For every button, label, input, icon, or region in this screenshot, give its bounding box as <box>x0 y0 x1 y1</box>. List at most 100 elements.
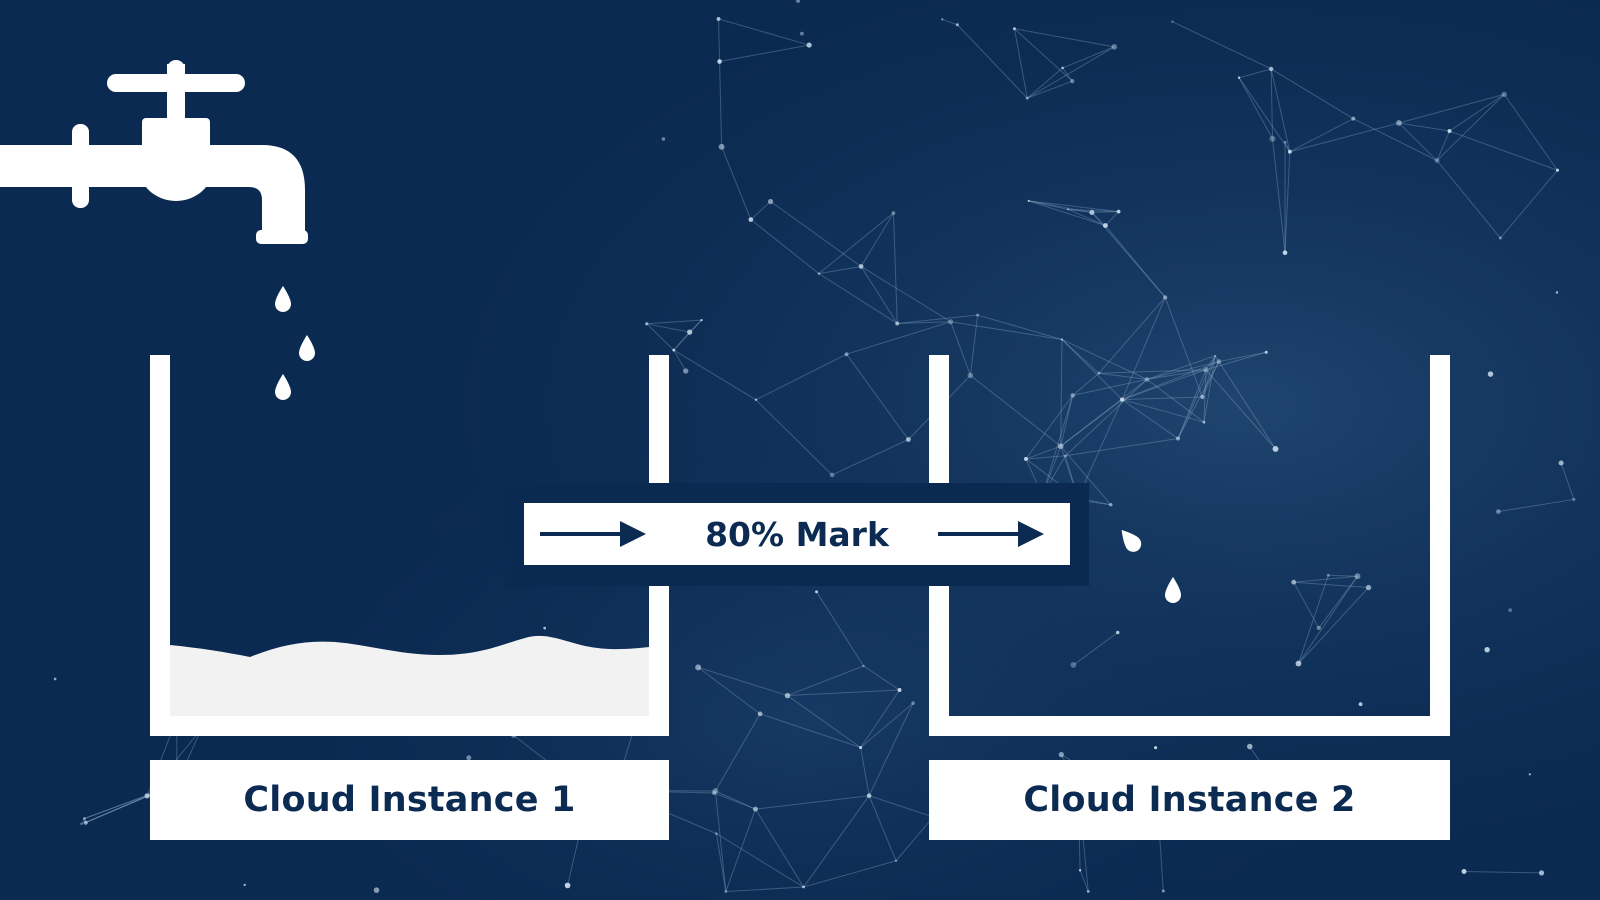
network-nodes <box>53 0 1576 894</box>
network-link <box>818 212 894 275</box>
network-node <box>802 885 805 889</box>
network-link <box>1146 355 1216 380</box>
network-link <box>1398 93 1505 124</box>
network-link <box>787 665 864 697</box>
network-link <box>1067 208 1092 213</box>
network-link <box>846 353 909 440</box>
network-link <box>1270 68 1273 139</box>
network-node <box>895 321 900 326</box>
network-link <box>868 702 914 796</box>
network-link <box>950 321 971 376</box>
network-link <box>1027 80 1073 99</box>
network-link <box>1067 208 1106 227</box>
network-node <box>1326 573 1330 577</box>
network-node <box>1264 350 1268 354</box>
network-node <box>564 882 571 889</box>
network-link <box>816 591 864 667</box>
network-node <box>1237 76 1241 79</box>
network-node <box>1508 608 1513 612</box>
network-link <box>1298 575 1358 664</box>
network-link <box>716 833 804 888</box>
network-node <box>752 806 758 812</box>
network-node <box>1078 869 1082 872</box>
network-link <box>1065 379 1148 457</box>
network-link <box>1060 399 1123 447</box>
network-link <box>1436 94 1505 161</box>
water-drops-source <box>275 286 315 400</box>
network-node <box>687 329 693 335</box>
network-link <box>1121 361 1220 401</box>
network-node <box>1365 584 1372 591</box>
network-link <box>1284 151 1291 253</box>
network-node <box>1396 120 1402 126</box>
network-node <box>1012 27 1016 31</box>
network-node <box>1202 420 1206 424</box>
network-link <box>646 323 690 333</box>
network-link <box>1177 355 1216 439</box>
network-node <box>1116 209 1121 214</box>
network-node <box>905 437 911 442</box>
network-node <box>724 889 728 894</box>
network-node <box>844 352 849 357</box>
network-link <box>673 319 702 351</box>
network-link <box>1073 632 1119 666</box>
network-node <box>1498 236 1502 240</box>
network-node <box>1283 140 1287 144</box>
network-link <box>1293 581 1369 589</box>
network-link <box>1025 395 1074 460</box>
network-node <box>712 790 717 795</box>
network-link <box>897 321 951 324</box>
network-node <box>661 137 666 141</box>
network-link <box>673 331 691 351</box>
network-node <box>1496 509 1501 514</box>
network-node <box>715 832 718 835</box>
network-link <box>1061 339 1123 400</box>
network-link <box>1062 46 1115 69</box>
network-link <box>1498 498 1574 513</box>
network-node <box>1484 646 1490 653</box>
network-node <box>1203 367 1209 373</box>
network-link <box>1318 575 1358 629</box>
network-node <box>1291 579 1297 585</box>
network-link <box>860 747 870 796</box>
network-link <box>1177 361 1220 439</box>
network-node <box>1119 397 1125 402</box>
network-link <box>1025 455 1066 460</box>
network-link <box>787 689 900 697</box>
network-node <box>1070 79 1075 84</box>
network-node <box>700 318 703 322</box>
network-node <box>866 793 872 798</box>
network-link <box>1328 574 1358 577</box>
network-node <box>897 688 902 692</box>
network-node <box>1115 630 1120 635</box>
network-link <box>719 61 723 147</box>
network-node <box>1171 20 1174 23</box>
network-node <box>1097 371 1101 375</box>
network-link <box>860 689 900 748</box>
network-link <box>897 314 978 324</box>
network-link <box>895 816 934 862</box>
network-link <box>1098 369 1206 374</box>
network-node <box>1316 625 1322 631</box>
network-link <box>1353 118 1438 161</box>
network-node <box>53 677 57 681</box>
network-link <box>1560 462 1575 500</box>
network-node <box>955 23 959 27</box>
network-node <box>948 319 954 325</box>
network-node <box>1154 746 1158 750</box>
network-node <box>373 887 380 893</box>
network-link <box>868 795 934 818</box>
network-link <box>1091 212 1106 226</box>
network-link <box>1061 339 1148 380</box>
network-link <box>1060 339 1063 447</box>
network-link <box>1041 395 1074 496</box>
network-link <box>1436 130 1450 161</box>
network-node <box>1023 456 1029 462</box>
network-link <box>719 44 810 63</box>
network-link <box>1205 369 1276 450</box>
network-node <box>1555 291 1559 294</box>
network-node <box>1447 129 1452 134</box>
network-link <box>1218 351 1267 363</box>
network-link <box>1449 93 1505 132</box>
